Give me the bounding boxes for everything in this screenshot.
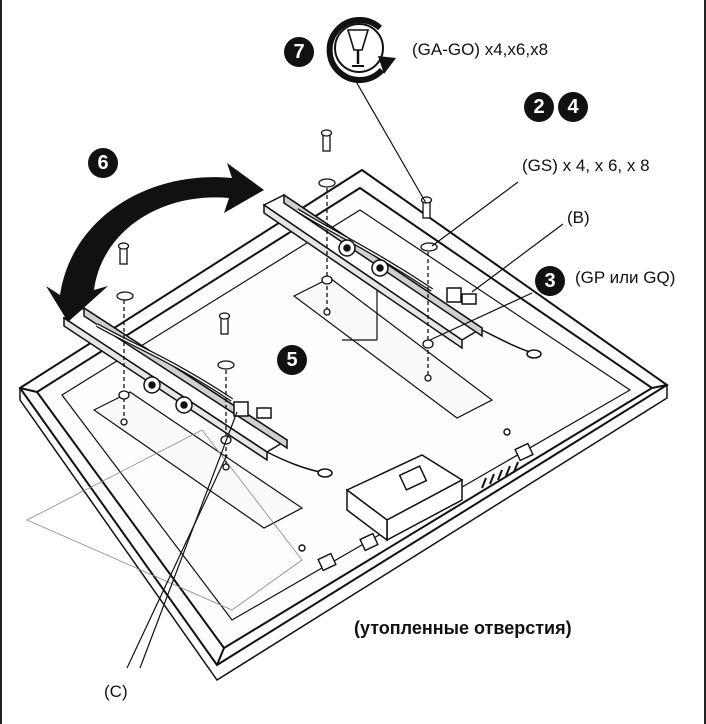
- label-recessed-holes: (утопленные отверстия): [354, 618, 572, 638]
- terminal-box: [345, 454, 464, 542]
- panel-hatch: [26, 429, 303, 611]
- step-3-badge: 3: [535, 266, 565, 296]
- screws: [116, 129, 438, 471]
- step-6-badge: 6: [88, 148, 118, 178]
- feet-clips: [298, 428, 534, 572]
- double-curved-arrow-icon: [46, 163, 264, 322]
- vent-slots: [481, 461, 519, 489]
- label-c: (C): [104, 682, 128, 701]
- label-ga-go-screws: (GA-GO) x4,x6,x8: [412, 40, 549, 59]
- step-7-badge: 7: [284, 37, 314, 67]
- label-gs-spacers: (GS) x 4, x 6, x 8: [522, 156, 650, 175]
- screwdriver-rotate-icon: [326, 17, 396, 83]
- tv-back-panel: [18, 168, 669, 682]
- label-b: (B): [567, 208, 590, 227]
- label-gp-gq: (GP или GQ): [575, 268, 676, 287]
- recessed-area-right: [292, 277, 494, 419]
- step-4-badge: 4: [558, 92, 588, 122]
- step-2-badge: 2: [524, 92, 554, 122]
- leader-lines: [126, 77, 564, 669]
- step-5-badge: 5: [277, 345, 307, 375]
